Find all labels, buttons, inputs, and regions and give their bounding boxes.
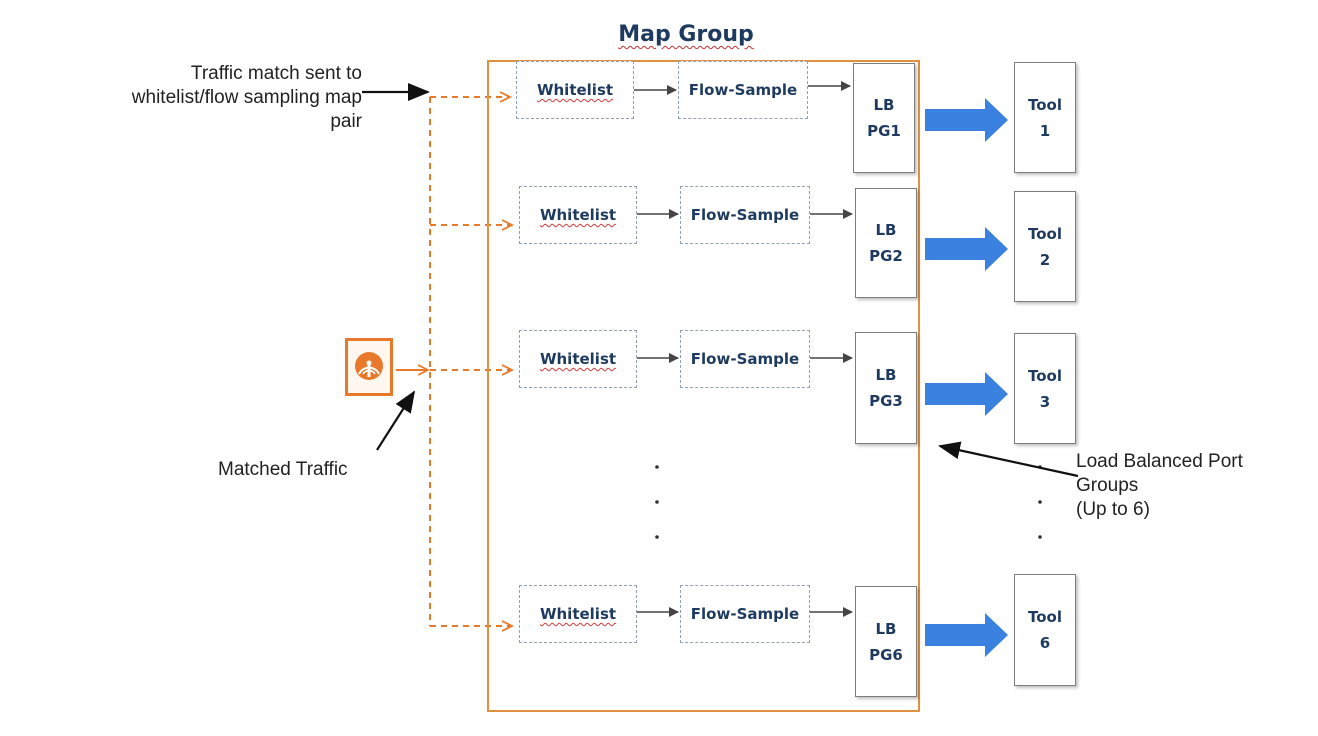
callout-arrow-load-balanced [938,441,1079,478]
flow-sample-box-3[interactable]: Flow-Sample [680,330,810,388]
load-balanced-line-2: Groups [1076,475,1139,496]
whitelist-box-2[interactable]: Whitelist [519,186,637,244]
whitelist-label: Whitelist [539,605,617,623]
lb-label: LB [873,96,895,114]
matched-traffic-note: Matched Traffic [218,459,348,480]
whitelist-label: Whitelist [539,350,617,368]
tool-number: 2 [1039,250,1051,269]
dashed-traffic-lines [396,97,512,626]
flow-sample-label: Flow-Sample [690,206,800,224]
tool-label: Tool [1028,366,1062,385]
lb-label: LB [875,221,897,239]
pg-label: PG3 [869,392,903,410]
flow-sample-box-2[interactable]: Flow-Sample [680,186,810,244]
traffic-match-line-1: Traffic match sent to [190,63,362,84]
traffic-source-icon[interactable] [345,338,393,396]
row-arrows [634,81,853,617]
tool-box-1[interactable]: Tool 1 [1014,62,1076,173]
lb-port-group-6[interactable]: LB PG6 [855,586,917,697]
whitelist-box-6[interactable]: Whitelist [519,585,637,643]
tool-label: Tool [1028,608,1062,626]
tool-label: Tool [1028,224,1062,243]
whitelist-label: Whitelist [539,206,617,224]
traffic-match-line-2: whitelist/flow sampling map [131,87,362,108]
tool-arrows [925,98,1008,657]
load-balanced-line-3: (Up to 6) [1076,499,1150,520]
whitelist-box-1[interactable]: Whitelist [516,61,634,119]
flow-sample-label: Flow-Sample [690,605,800,623]
flow-sample-box-6[interactable]: Flow-Sample [680,585,810,643]
pg-label: PG1 [867,122,901,140]
lb-port-group-2[interactable]: LB PG2 [855,188,917,298]
tool-arrow-6 [925,613,1008,657]
tool-arrow-3 [925,372,1008,416]
tool-arrow-1 [925,98,1008,142]
tool-box-6[interactable]: Tool 6 [1014,574,1076,686]
flow-sample-label: Flow-Sample [690,350,800,368]
lb-label: LB [875,366,897,384]
map-group-title: Map Group [618,22,754,47]
pg-label: PG2 [869,247,903,265]
lb-port-group-3[interactable]: LB PG3 [855,332,917,444]
lb-label: LB [875,619,897,638]
load-balanced-line-1: Load Balanced Port [1076,451,1243,472]
tool-box-2[interactable]: Tool 2 [1014,191,1076,302]
whitelist-box-3[interactable]: Whitelist [519,330,637,388]
traffic-match-line-3: pair [330,111,362,132]
traffic-match-note: Traffic match sent to whitelist/flow sam… [80,62,362,134]
tool-box-3[interactable]: Tool 3 [1014,333,1076,444]
tool-label: Tool [1028,95,1062,114]
whitelist-label: Whitelist [536,81,614,99]
callout-arrows [362,83,1079,478]
tool-number: 3 [1039,392,1051,411]
source-glyph [355,352,383,380]
flow-sample-label: Flow-Sample [688,81,798,99]
tool-number: 1 [1039,121,1051,140]
pg-label: PG6 [869,645,903,664]
tool-arrow-2 [925,227,1008,271]
tool-number: 6 [1039,634,1051,652]
callout-arrow-matched-traffic [376,390,416,451]
load-balanced-note: Load Balanced Port Groups (Up to 6) [1076,450,1243,522]
flow-sample-box-1[interactable]: Flow-Sample [678,61,808,119]
lb-port-group-1[interactable]: LB PG1 [853,63,915,173]
